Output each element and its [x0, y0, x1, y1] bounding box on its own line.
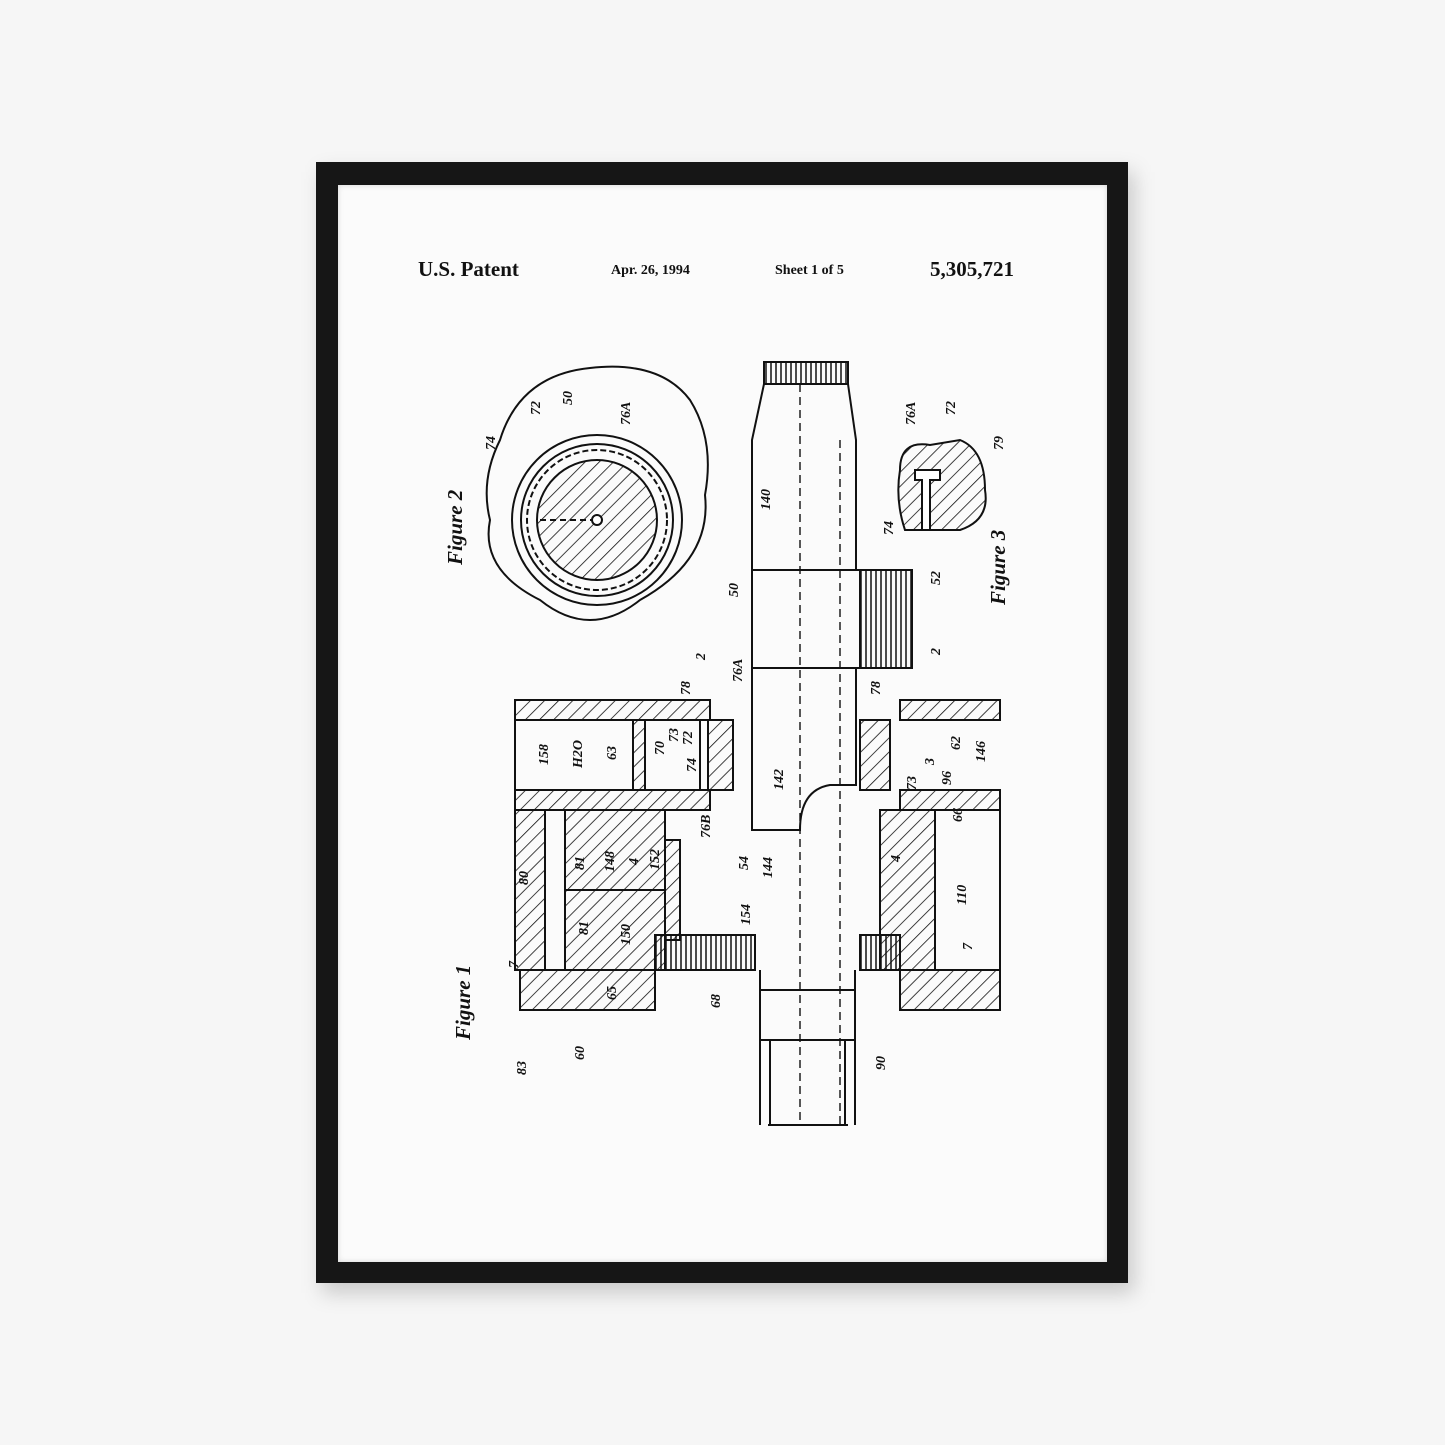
reference-numeral: 72 [944, 401, 959, 415]
reference-numeral: 50 [727, 583, 742, 597]
reference-numeral: 76A [731, 659, 746, 682]
patent-sheet: Sheet 1 of 5 [775, 263, 844, 278]
housing [514, 699, 1001, 1011]
figure-label: Figure 2 [443, 489, 467, 566]
reference-numeral: 72 [529, 401, 544, 415]
reference-numeral: 76A [904, 402, 919, 425]
reference-numeral: 2 [694, 653, 709, 661]
figure-label: Figure 3 [986, 530, 1010, 606]
reference-numeral: 72 [681, 731, 696, 745]
reference-numeral: 63 [605, 746, 620, 760]
reference-numeral: 4 [627, 858, 642, 866]
reference-numeral: 7 [961, 942, 976, 950]
reference-numeral: 74 [685, 758, 700, 772]
reference-numeral: 90 [874, 1056, 889, 1070]
reference-numeral: 4 [889, 855, 904, 863]
reference-numeral: 76A [619, 402, 634, 425]
reference-numeral: H2O [571, 740, 586, 769]
reference-numeral: 81 [573, 856, 588, 870]
patent-number: 5,305,721 [930, 257, 1014, 281]
reference-numeral: 73 [667, 728, 682, 742]
reference-numeral: 65 [605, 986, 620, 1000]
reference-numeral: 60 [573, 1046, 588, 1060]
reference-numeral: 3 [923, 758, 938, 766]
reference-numeral: 142 [772, 769, 787, 790]
figure-3-drawing [897, 438, 987, 531]
reference-numeral: 50 [561, 391, 576, 405]
reference-numeral: 74 [882, 521, 897, 535]
reference-numeral: 78 [679, 681, 694, 695]
reference-numeral: 81 [577, 921, 592, 935]
reference-numeral: 83 [515, 1061, 530, 1075]
reference-numeral: 7 [507, 960, 522, 968]
reference-numeral: 54 [737, 856, 752, 870]
reference-numeral: 140 [759, 489, 774, 510]
reference-numeral: 148 [603, 851, 618, 872]
reference-numeral: 152 [648, 849, 663, 870]
reference-numeral: 76B [699, 815, 714, 838]
patent-print: U.S. Patent Apr. 26, 1994 Sheet 1 of 5 5… [338, 185, 1107, 1262]
reference-numeral: 73 [905, 776, 920, 790]
reference-numeral: 68 [709, 994, 724, 1008]
reference-numeral: 146 [974, 741, 989, 762]
reference-numeral: 70 [653, 741, 668, 755]
reference-numeral: 150 [619, 924, 634, 945]
reference-numeral: 80 [517, 871, 532, 885]
reference-numeral: 79 [992, 436, 1007, 450]
reference-numeral: 154 [739, 904, 754, 925]
reference-numeral: 110 [955, 885, 970, 905]
reference-numeral: 66 [951, 808, 966, 822]
shaft [751, 361, 913, 1126]
reference-numeral: 52 [929, 571, 944, 585]
reference-numeral: 158 [537, 744, 552, 765]
reference-numeral: 78 [869, 681, 884, 695]
reference-numeral: 74 [484, 436, 499, 450]
reference-numeral: 96 [940, 771, 955, 785]
patent-date: Apr. 26, 1994 [611, 263, 690, 278]
reference-numeral: 62 [949, 736, 964, 750]
reference-numeral: 2 [929, 648, 944, 656]
patent-title: U.S. Patent [418, 257, 519, 281]
figure-2-drawing [485, 365, 709, 621]
figure-label: Figure 1 [451, 965, 475, 1041]
reference-numeral: 144 [761, 857, 776, 878]
